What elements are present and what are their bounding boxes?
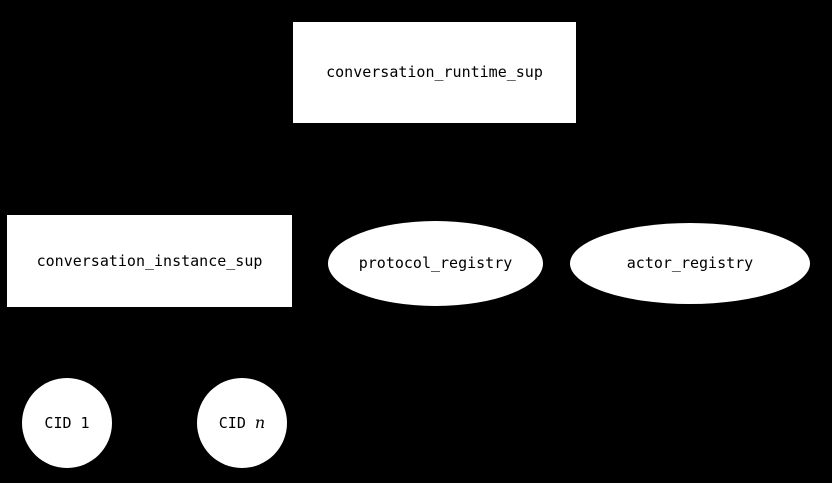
node-label-cid-1: CID 1 [44,415,89,432]
node-label-cid-n-prefix: CID [218,414,255,433]
node-label-cid-1-index: 1 [80,413,90,432]
node-label-cid-n: CID n [219,414,265,432]
node-label-actor-registry: actor_registry [626,254,754,273]
node-conversation-runtime-sup[interactable]: conversation_runtime_sup [293,22,576,123]
node-label-conversation-runtime-sup: conversation_runtime_sup [326,63,543,82]
node-actor-registry[interactable]: actor_registry [570,223,810,304]
node-protocol-registry[interactable]: protocol_registry [328,221,543,306]
node-cid-1[interactable]: CID 1 [22,378,112,468]
node-cid-n[interactable]: CID n [197,378,287,468]
node-label-conversation-instance-sup: conversation_instance_sup [36,251,263,270]
node-label-cid-n-index: n [254,413,266,433]
node-label-protocol-registry: protocol_registry [358,254,513,273]
node-conversation-instance-sup[interactable]: conversation_instance_sup [7,215,292,307]
node-label-cid-1-prefix: CID [44,413,81,432]
